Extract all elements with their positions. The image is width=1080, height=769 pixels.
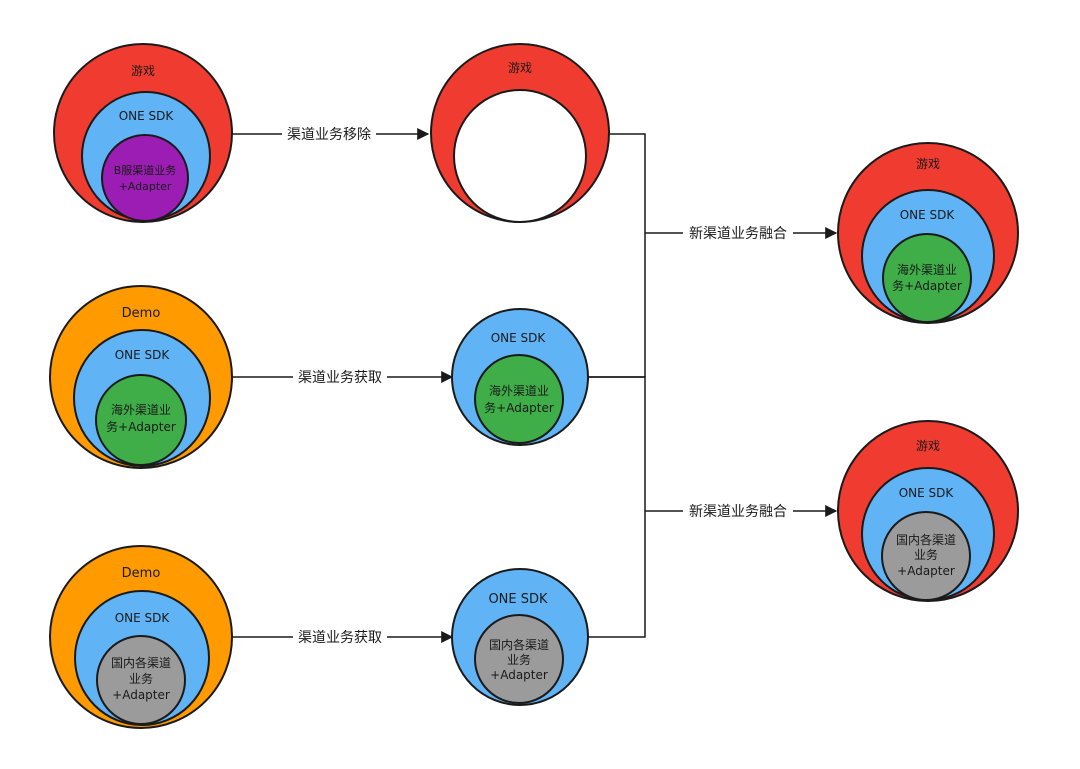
edge-labels: 渠道业务移除 渠道业务获取 渠道业务获取 新渠道业务融合 新渠道业务融合 (282, 123, 793, 648)
edge-3-label: 渠道业务获取 (298, 630, 382, 646)
node-4-inner-line-1: 海外渠道业 (489, 383, 549, 398)
node-3-inner-line-1: 海外渠道业 (111, 402, 171, 417)
node-game-hollow: 游戏 (430, 43, 610, 223)
node-4-inner-line-2: 务+Adapter (484, 400, 554, 415)
node-6-inner-core (474, 614, 564, 704)
node-1-inner-line-1: B服渠道业务 (114, 163, 177, 177)
node-3-inner-line-2: 务+Adapter (106, 419, 176, 434)
node-4-inner-core (474, 354, 564, 444)
node-6-inner-line-1: 国内各渠道 (489, 637, 549, 652)
edge-5-label: 新渠道业务融合 (689, 504, 787, 520)
node-5-inner-line-1: 国内各渠道 (111, 655, 171, 670)
node-game-domestic: 游戏 ONE SDK 国内各渠道 业务 +Adapter (837, 420, 1019, 602)
node-1-inner-core (101, 134, 189, 222)
node-7-inner-line-1: 海外渠道业 (897, 262, 957, 277)
node-8-inner-line-2: 业务 (914, 547, 938, 562)
node-5-inner-line-3: +Adapter (112, 688, 170, 702)
edge-2-label: 渠道业务获取 (298, 370, 382, 386)
node-1-outer-label: 游戏 (131, 64, 155, 78)
node-7-middle-label: ONE SDK (900, 208, 956, 222)
node-2-hollow-center (453, 89, 587, 223)
node-8-inner-line-1: 国内各渠道 (896, 532, 956, 547)
node-8-middle-label: ONE SDK (899, 486, 955, 500)
node-5-middle-label: ONE SDK (115, 611, 171, 625)
node-game-b-channel: 游戏 ONE SDK B服渠道业务 +Adapter (53, 43, 233, 223)
node-2-outer-label: 游戏 (508, 61, 532, 75)
node-6-middle-label: ONE SDK (488, 592, 548, 607)
node-7-inner-line-2: 务+Adapter (892, 278, 962, 293)
node-1-middle-label: ONE SDK (119, 109, 175, 123)
edge-4-label: 新渠道业务融合 (689, 226, 787, 242)
node-demo-domestic: Demo ONE SDK 国内各渠道 业务 +Adapter (49, 545, 233, 729)
node-7-inner-core (882, 233, 972, 323)
node-sdk-overseas: ONE SDK 海外渠道业 务+Adapter (451, 308, 589, 446)
node-5-inner-line-2: 业务 (129, 671, 153, 686)
node-3-outer-label: Demo (122, 306, 161, 321)
node-8-inner-line-3: +Adapter (897, 564, 955, 578)
node-3-inner-core (95, 374, 187, 466)
node-6-inner-line-2: 业务 (507, 652, 531, 667)
node-8-outer-label: 游戏 (916, 439, 940, 453)
node-1-inner-line-2: +Adapter (119, 180, 172, 193)
node-sdk-domestic: ONE SDK 国内各渠道 业务 +Adapter (451, 568, 589, 706)
edge-1-label: 渠道业务移除 (287, 127, 371, 143)
node-6-inner-line-3: +Adapter (490, 668, 548, 682)
node-5-inner-core (96, 635, 186, 725)
node-7-outer-label: 游戏 (916, 157, 940, 171)
node-5-outer-label: Demo (122, 566, 161, 581)
node-8-inner-core (881, 511, 971, 601)
node-4-middle-label: ONE SDK (491, 331, 547, 345)
node-3-middle-label: ONE SDK (115, 348, 171, 362)
node-game-overseas: 游戏 ONE SDK 海外渠道业 务+Adapter (837, 142, 1019, 324)
merge-bracket-bottom (588, 376, 646, 638)
node-demo-overseas: Demo ONE SDK 海外渠道业 务+Adapter (49, 285, 233, 469)
